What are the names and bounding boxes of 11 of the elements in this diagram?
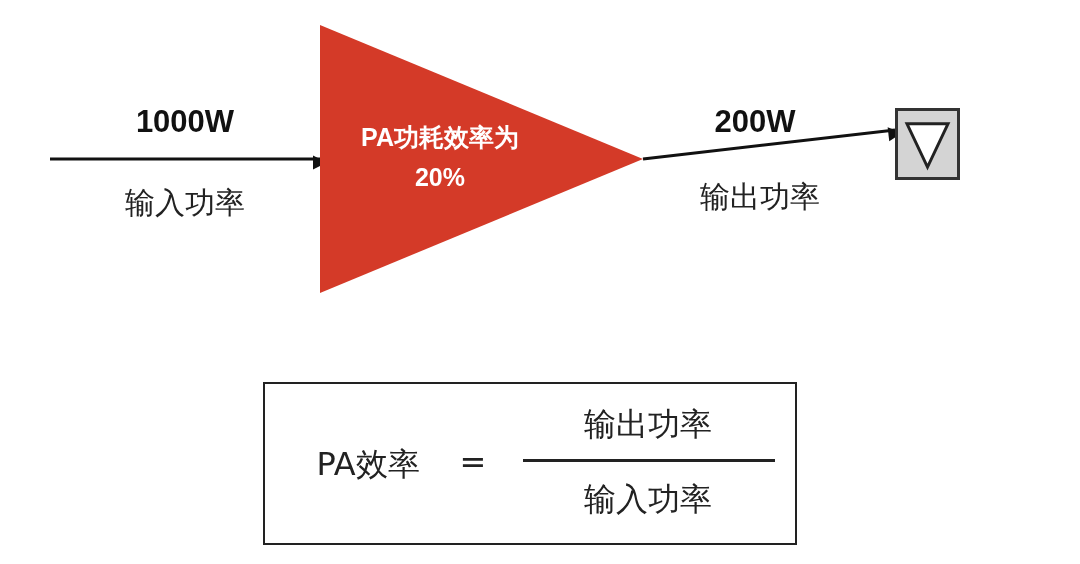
power-label: 输入功率 — [125, 183, 245, 222]
denominator: 输入功率 — [584, 479, 712, 520]
antenna-symbol — [895, 108, 960, 180]
numerator: 输出功率 — [584, 404, 712, 445]
amplifier-text: PA功耗效率为20% — [360, 122, 520, 193]
formula-term: PA效率 — [316, 444, 420, 485]
edge-label: 1000W — [135, 104, 235, 140]
amplifier-triangle — [320, 25, 643, 293]
edge-label: 200W — [714, 104, 796, 140]
equals-sign: = — [459, 443, 487, 481]
power-label: 输出功率 — [700, 177, 820, 216]
